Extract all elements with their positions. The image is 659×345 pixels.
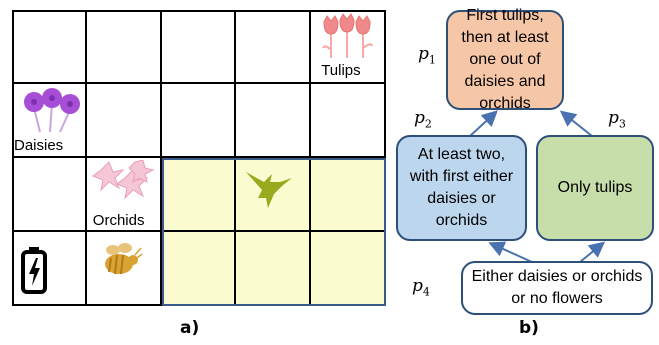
edge-p4-p2 <box>488 241 533 263</box>
bee-icon <box>104 243 143 275</box>
grid-cell <box>236 84 312 158</box>
p1-label: p1 <box>418 44 436 67</box>
daisies-cell: Daisies <box>12 84 87 158</box>
p2-text: At least two, with first either daisies … <box>409 146 514 229</box>
bee-cell <box>86 232 162 306</box>
node-p4: Either daisies or orchids or no flowers <box>461 261 653 315</box>
grid-cell <box>86 10 162 84</box>
node-p1: First tulips, then at least one out of d… <box>446 7 564 112</box>
grid-cell <box>12 158 87 232</box>
region-cell <box>311 158 386 232</box>
region-cell <box>236 232 312 306</box>
p1-text: First tulips, then at least one out of d… <box>461 7 549 112</box>
region-cell <box>161 158 237 232</box>
region-cell <box>311 232 386 306</box>
tulips-label: Tulips <box>321 62 361 79</box>
edge-p2-p1 <box>469 110 498 137</box>
grid-cell <box>161 84 237 158</box>
orchids-label: Orchids <box>92 212 145 229</box>
grid-cell <box>86 84 162 158</box>
region-cell <box>236 158 312 232</box>
daisies-icon <box>24 88 80 133</box>
grid-cell <box>161 10 237 84</box>
orchids-icon <box>91 160 155 200</box>
p3-text: Only tulips <box>557 179 633 196</box>
tulips-icon <box>322 13 374 58</box>
p3-label: p3 <box>608 108 626 131</box>
node-p3: Only tulips <box>536 135 654 241</box>
edge-p4-p3 <box>579 241 606 263</box>
p4-text: Either daisies or orchids or no flowers <box>471 268 643 307</box>
daisies-label: Daisies <box>14 137 64 154</box>
panel-a-label: a) <box>180 318 200 338</box>
grid: Tulips Daisies <box>12 10 386 306</box>
edge-p3-p1 <box>559 110 593 137</box>
p2-label: p2 <box>414 108 432 131</box>
grid-world: Tulips Daisies <box>12 10 386 306</box>
battery-icon <box>21 247 47 294</box>
grid-cell <box>311 84 386 158</box>
p4-label: p4 <box>412 276 430 299</box>
battery-cell <box>12 232 87 306</box>
panel-b-label: b) <box>519 318 539 338</box>
region-cell <box>161 232 237 306</box>
grid-cell <box>236 10 312 84</box>
node-p2: At least two, with first either daisies … <box>396 135 527 241</box>
grid-cell <box>12 10 87 84</box>
tulips-cell: Tulips <box>311 10 386 84</box>
orchids-cell: Orchids <box>86 158 162 232</box>
hummingbird-icon <box>246 172 293 208</box>
